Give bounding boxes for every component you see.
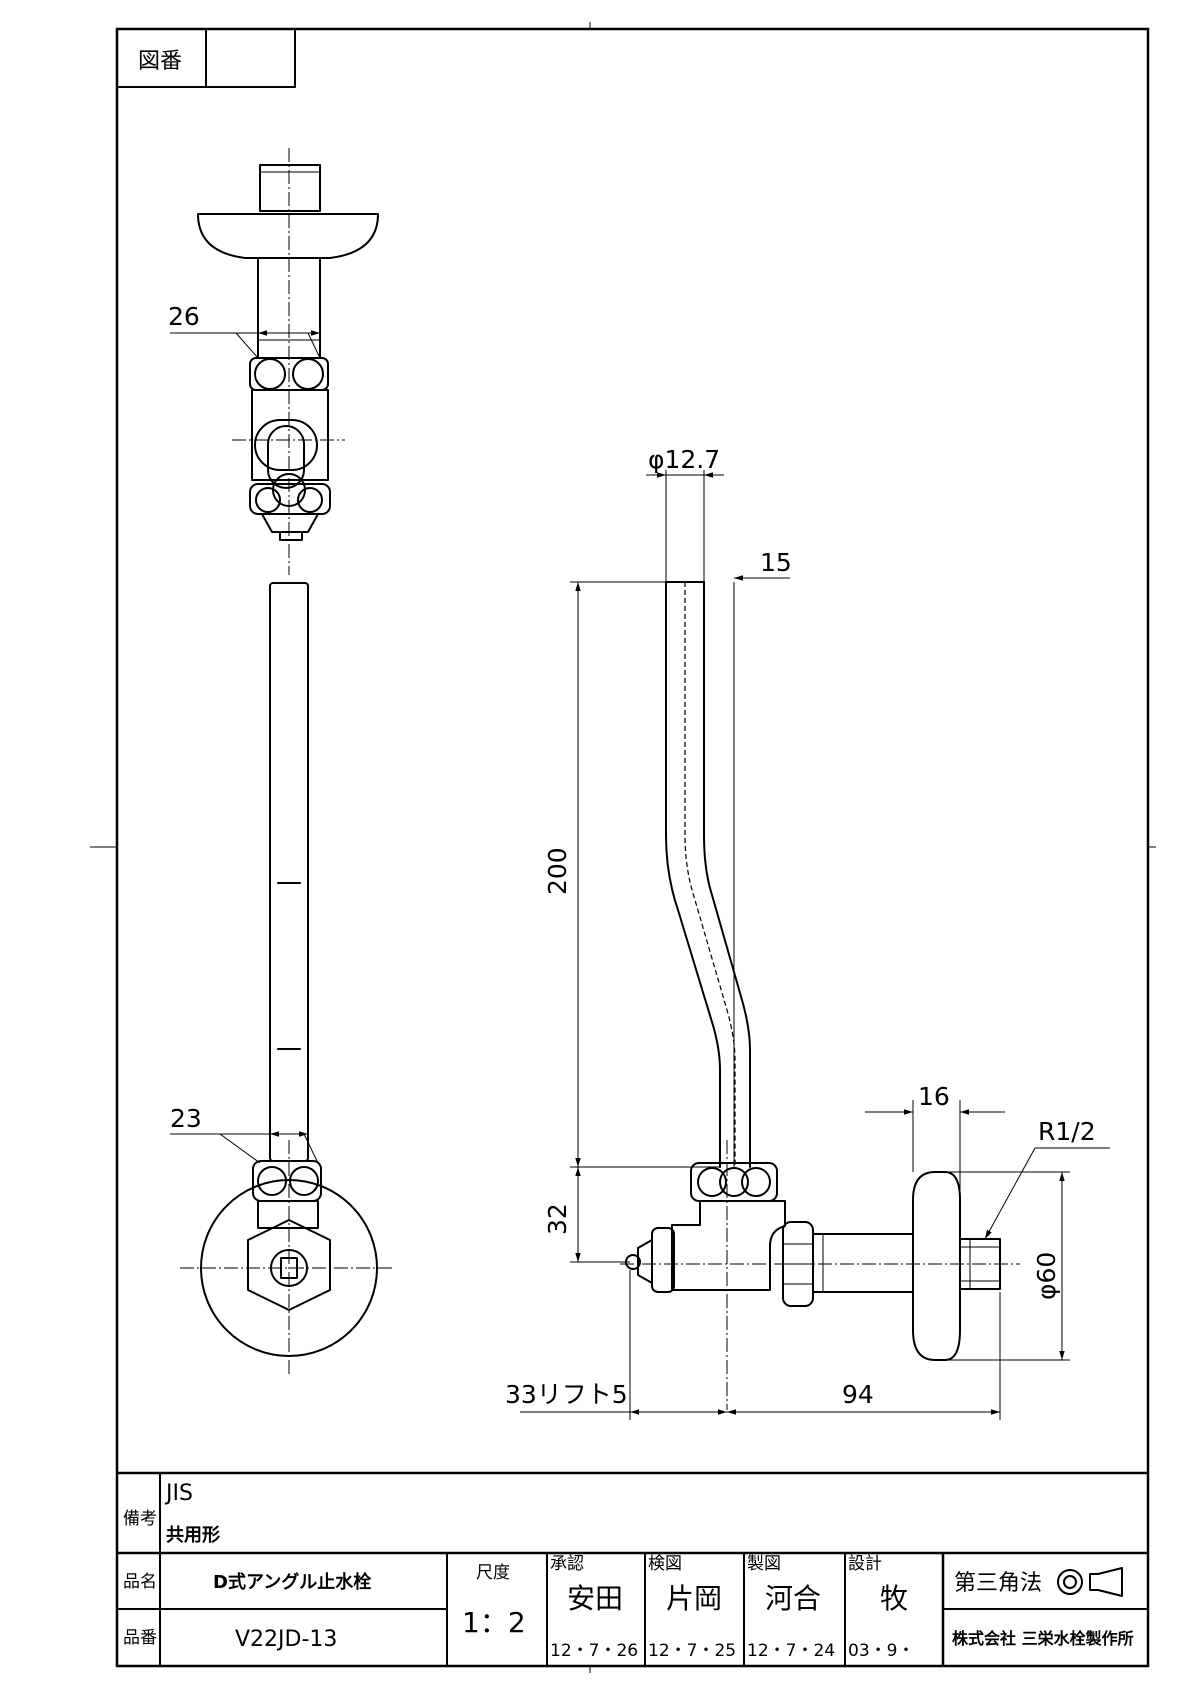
side-view: φ12.7 15 200 32 33リフト5 94 16 R1/2: [505, 445, 1110, 1420]
remarks-line2: 共用形: [166, 1525, 220, 1546]
product-number-label: 品番: [123, 1628, 157, 1648]
approved-name: 安田: [567, 1582, 623, 1615]
top-view: 26: [168, 148, 379, 575]
dim-flange-thickness: 16: [918, 1082, 950, 1111]
product-name: D式アングル止水栓: [213, 1571, 371, 1593]
checked-date: 12・7・25: [648, 1641, 736, 1661]
dim-pipe-length: 200: [543, 847, 572, 895]
title-block: 備考 JIS 共用形 品名 D式アングル止水栓 品番 V22JD-13 尺度 1…: [116, 1471, 1149, 1667]
dim-horizontal-length: 94: [842, 1380, 874, 1409]
dim-top-view-width: 26: [168, 302, 200, 331]
scale-label: 尺度: [476, 1563, 510, 1583]
front-view: 23: [170, 582, 395, 1375]
product-name-label: 品名: [123, 1572, 157, 1592]
dim-thread: R1/2: [1038, 1117, 1096, 1146]
drawing-frame: [90, 22, 1156, 1673]
designed-label: 設計: [848, 1554, 882, 1574]
approved-date: 12・7・26: [550, 1641, 638, 1661]
scale-value: 1：2: [462, 1606, 526, 1639]
drawn-label: 製図: [747, 1554, 781, 1574]
dim-body-height: 32: [543, 1203, 572, 1235]
third-angle-projection-icon: [1057, 1567, 1123, 1597]
drawn-date: 12・7・24: [747, 1641, 835, 1661]
dim-pipe-diameter: φ12.7: [648, 445, 720, 474]
dim-flange-diameter: φ60: [1032, 1252, 1061, 1300]
remarks-line1: JIS: [164, 1481, 193, 1506]
drawn-name: 河合: [765, 1582, 821, 1615]
remarks-label: 備考: [123, 1509, 157, 1529]
company-name: 株式会社 三栄水栓製作所: [952, 1629, 1134, 1648]
approved-label: 承認: [550, 1554, 584, 1574]
dim-lift: 33リフト5: [505, 1380, 628, 1409]
designed-name: 牧: [880, 1582, 908, 1615]
drawing-number-box: 図番: [116, 28, 296, 88]
dim-pipe-offset: 15: [760, 548, 792, 577]
checked-name: 片岡: [666, 1582, 722, 1615]
dim-front-view-width: 23: [170, 1104, 202, 1133]
projection-label: 第三角法: [954, 1571, 1042, 1596]
checked-label: 検図: [648, 1554, 682, 1574]
product-number: V22JD-13: [235, 1627, 337, 1652]
designed-date: 03・9・: [848, 1641, 914, 1661]
drawing-number-label: 図番: [138, 49, 182, 74]
